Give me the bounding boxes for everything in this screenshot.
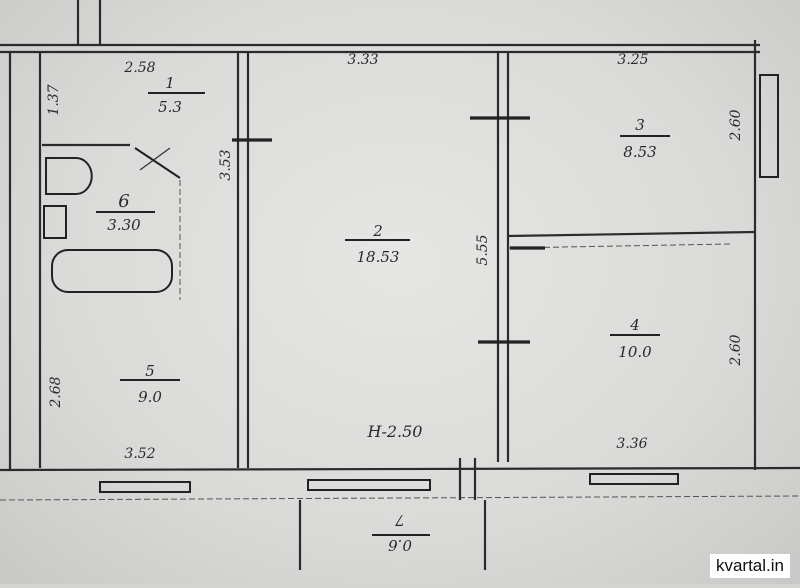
bathtub-icon xyxy=(51,249,173,293)
dim-living-right: 5.55 xyxy=(475,234,491,265)
room-3-number: 3 xyxy=(635,116,645,134)
bathroom-fixtures xyxy=(43,147,181,293)
dim-top-hall: 2.58 xyxy=(123,60,155,76)
dim-kitchen-left: 2.68 xyxy=(48,376,64,408)
dim-top-bedroom: 3.25 xyxy=(617,52,648,68)
room-5-number: 5 xyxy=(145,362,155,380)
room-6-number: 6 xyxy=(118,191,129,212)
sink-icon xyxy=(43,205,67,239)
room-3-area: 8.53 xyxy=(623,143,656,161)
toilet-icon xyxy=(45,157,93,195)
room-2-number: 2 xyxy=(372,222,383,240)
watermark: kvartal.in xyxy=(709,554,790,578)
area-fraction-lines xyxy=(96,92,670,536)
dim-hall-side: 1.37 xyxy=(46,84,62,115)
room-7-area: 0.6 xyxy=(388,536,412,554)
walls xyxy=(0,0,800,570)
room-2-area: 18.53 xyxy=(357,248,400,266)
room-1-number: 1 xyxy=(165,74,175,92)
room-4-number: 4 xyxy=(629,316,640,334)
room-6-area: 3.30 xyxy=(107,216,141,234)
windows xyxy=(99,74,779,493)
dim-bedroom4-bottom: 3.36 xyxy=(616,436,647,452)
room-7-number: 7 xyxy=(395,511,405,529)
ceiling-height: H-2.50 xyxy=(367,422,423,441)
dim-top-living: 3.33 xyxy=(347,52,378,68)
dim-bedroom4-right: 2.60 xyxy=(728,334,744,366)
room-5-area: 9.0 xyxy=(138,388,162,406)
dim-hall-right: 3.53 xyxy=(218,149,234,180)
dim-kitchen-bottom: 3.52 xyxy=(124,446,155,462)
room-1-area: 5.3 xyxy=(158,98,182,116)
dim-bedroom3-right: 2.60 xyxy=(728,109,744,141)
room-4-area: 10.0 xyxy=(618,343,652,361)
